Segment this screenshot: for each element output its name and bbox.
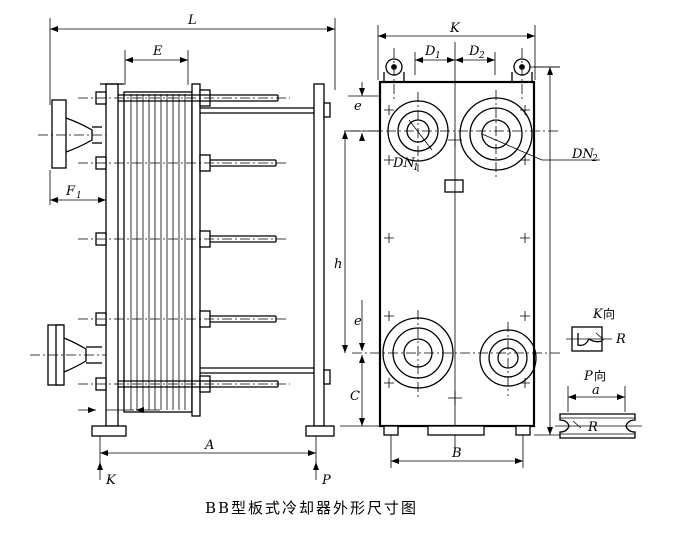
label-K-dim: K [449, 21, 461, 36]
label-D1: D [424, 44, 436, 59]
tie-rods [78, 89, 290, 393]
label-P-arrow: P [321, 473, 331, 488]
front-view [340, 25, 600, 468]
label-p-view-suffix: 向 [594, 368, 606, 383]
label-k-view: K [592, 307, 604, 322]
label-DN1-sub: 1 [413, 163, 419, 173]
label-D1-sub: 1 [435, 51, 441, 61]
label-E: E [152, 44, 163, 59]
label-R-p: R [587, 420, 598, 435]
label-D2-sub: 2 [478, 51, 485, 61]
label-e-top: e [354, 99, 362, 114]
label-K-arrow: K [105, 473, 117, 488]
label-L: L [187, 13, 197, 28]
label-h: h [334, 257, 342, 272]
k-view-detail [566, 326, 612, 352]
label-k-view-suffix: 向 [603, 306, 615, 321]
label-B: B [451, 446, 462, 461]
side-view [30, 18, 336, 480]
label-F1-sub: 1 [76, 191, 82, 201]
labels: L E F 1 A K P K D 1 D 2 DN 1 DN 2 e h e … [65, 13, 626, 517]
label-A: A [204, 438, 214, 453]
p-view-detail [555, 386, 642, 439]
figure-caption: BB型板式冷却器外形尺寸图 [205, 499, 418, 517]
label-D2: D [468, 44, 480, 59]
label-F1: F [65, 184, 76, 199]
label-DN2-sub: 2 [591, 154, 598, 164]
label-C: C [350, 389, 360, 404]
label-DN2: DN [571, 147, 594, 162]
plate-pack [130, 94, 186, 410]
label-R-k: R [615, 332, 626, 347]
label-a: a [592, 383, 600, 398]
label-DN1: DN [392, 156, 415, 171]
label-e-bottom: e [354, 314, 362, 329]
label-p-view: P [583, 369, 593, 384]
